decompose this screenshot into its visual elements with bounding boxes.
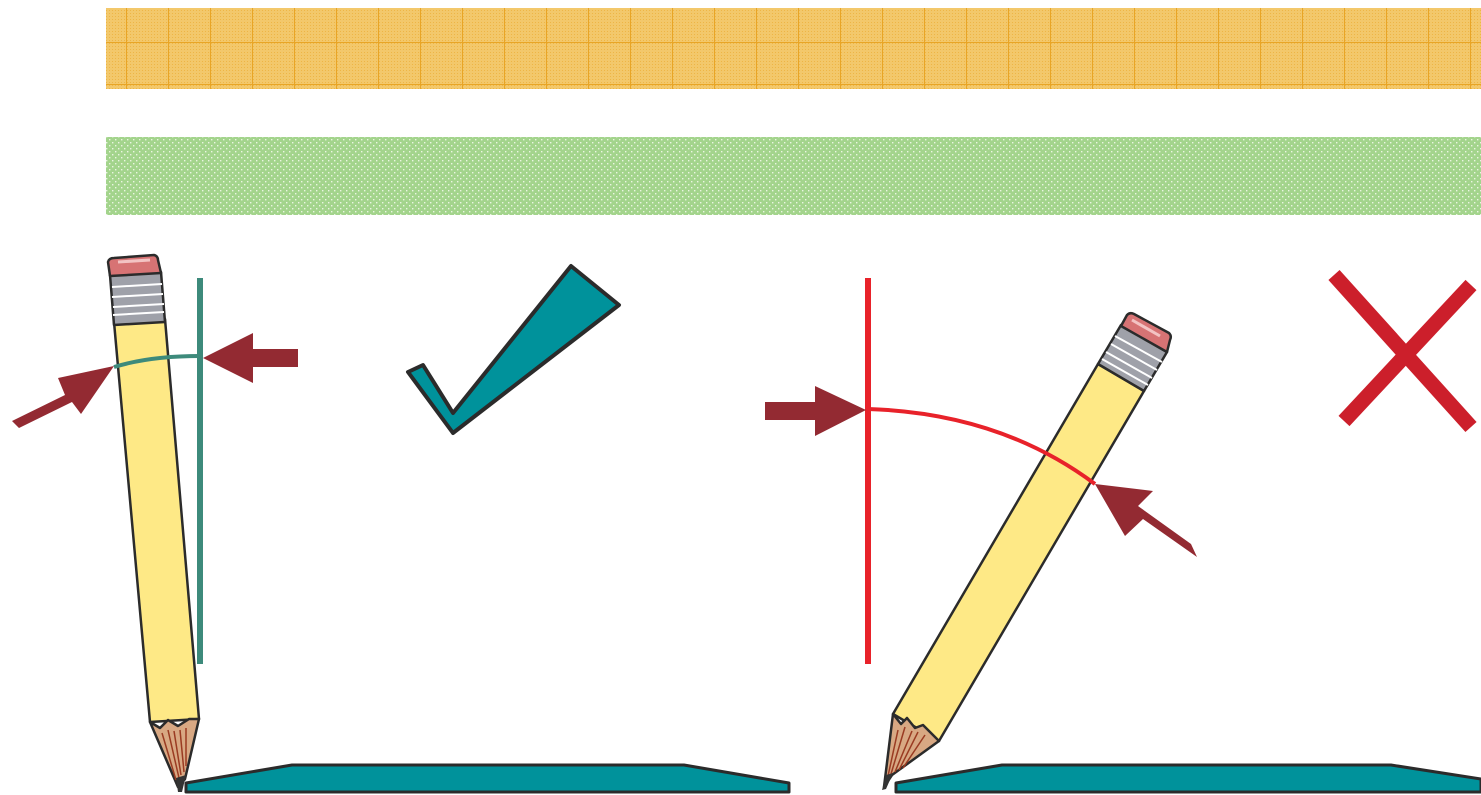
top-band-orange [106,8,1481,89]
ruler-left [184,763,791,794]
panel-incorrect [765,269,1481,794]
arc-correct [113,354,201,369]
check-mark-icon [406,264,621,435]
ruler-right [894,763,1481,794]
top-band-green [106,137,1481,215]
arrow-icon [1095,484,1197,557]
pencil-icon [882,311,1173,790]
panel-correct [12,253,791,794]
arrow-icon [765,386,866,436]
cross-mark-icon [1328,269,1477,433]
arrow-icon [12,366,114,428]
pencil-icon [106,253,201,792]
arc-incorrect [867,407,1097,486]
arrow-icon [203,333,298,383]
